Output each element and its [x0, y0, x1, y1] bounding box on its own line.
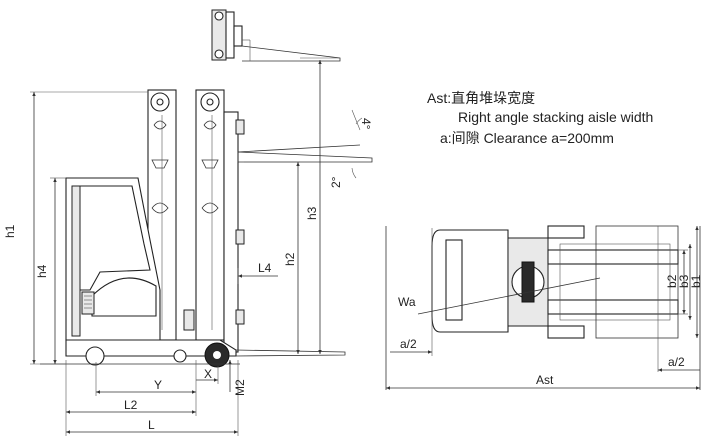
- b3-label: b3: [677, 274, 691, 288]
- m2-label: M2: [233, 379, 247, 396]
- a-half-right-label: a/2: [668, 355, 685, 369]
- h2-label: h2: [283, 252, 297, 266]
- ast-definition: Ast:直角堆垛宽度: [427, 90, 535, 106]
- h1-label: h1: [3, 224, 17, 238]
- b2-label: b2: [665, 274, 679, 288]
- mast: [147, 89, 245, 353]
- h4-label: h4: [35, 264, 49, 278]
- legend: Ast:直角堆垛宽度 Right angle stacking aisle wi…: [427, 90, 653, 146]
- clearance-definition: a:间隙 Clearance a=200mm: [440, 130, 614, 146]
- raised-carriage: [211, 9, 341, 62]
- h3-label: h3: [305, 206, 319, 220]
- l2-label: L2: [124, 398, 138, 412]
- y-label: Y: [154, 378, 162, 392]
- tilt-back-label: 2°: [329, 176, 343, 188]
- ast-label: Ast: [536, 373, 554, 387]
- horizontal-dimensions: [65, 360, 239, 436]
- tilt-forward-label: 4°: [359, 118, 373, 130]
- b1-label: b1: [689, 274, 703, 288]
- truck-body: [65, 177, 346, 357]
- side-view: h1 h4 h3 h2 L4 4° 2° X M2 Y L2 L: [3, 9, 373, 436]
- vertical-dimensions: [30, 57, 340, 365]
- wheels: [40, 342, 240, 368]
- l4-label: L4: [258, 261, 272, 275]
- ast-definition-english: Right angle stacking aisle width: [458, 109, 653, 125]
- top-view: Wa a/2 a/2 Ast b2 b3 b1: [385, 225, 703, 390]
- x-label: X: [204, 367, 212, 381]
- wa-label: Wa: [398, 295, 416, 309]
- l-label: L: [148, 418, 155, 432]
- a-half-left-label: a/2: [400, 337, 417, 351]
- tilted-forks: [237, 109, 373, 179]
